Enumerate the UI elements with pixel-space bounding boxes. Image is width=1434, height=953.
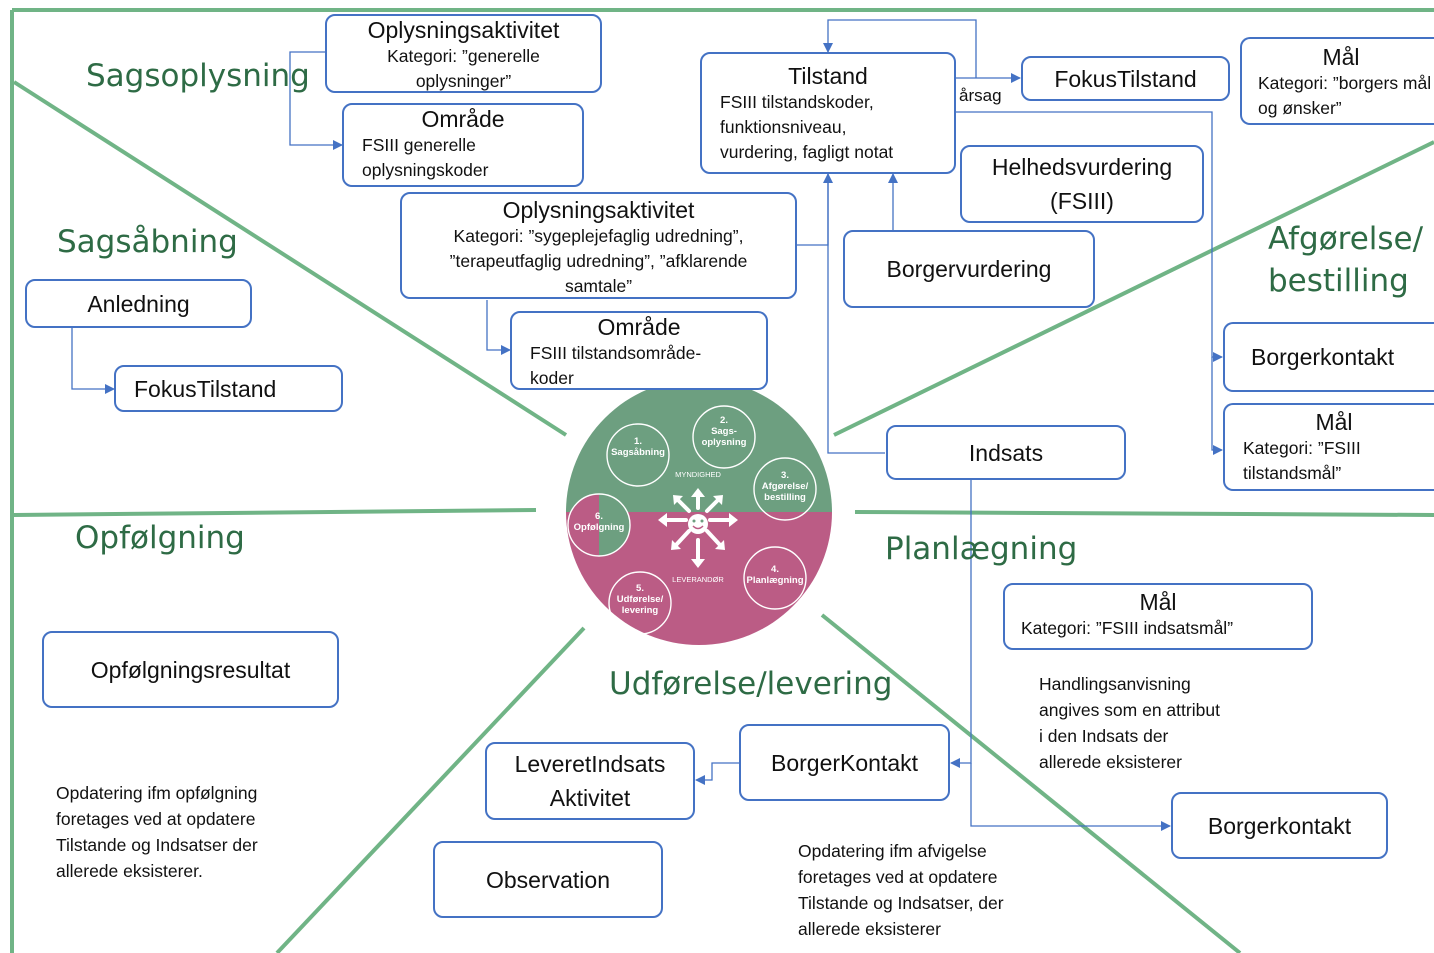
tilstand-box[interactable]: Tilstand FSIII tilstandskoder, funktions… [700,52,956,174]
borgerkontakt-mid-box[interactable]: BorgerKontakt [739,724,950,801]
opfoelgning-note: Opdatering ifm opfølgning foretages ved … [56,783,258,881]
circle-top-half [566,379,832,512]
divider-left [13,508,537,517]
section-sagsaabning: Sagsåbning [57,224,238,260]
step2-ring [692,405,756,469]
arrow-anledning-fokustilstand [71,327,115,394]
box-title: BorgerKontakt [770,749,919,776]
maal-borgers-box[interactable]: Mål Kategori: ”borgers mål og ønsker” [1240,37,1434,125]
arrow-borgerkontakt-leveret [695,762,739,785]
box-title: Helhedsvurdering (FSIII) [991,154,1173,214]
maal-indsatsmaal-box[interactable]: Mål Kategori: ”FSIII indsatsmål” [1003,583,1313,650]
omraade-tilstand-box[interactable]: Område FSIII tilstandsområde-koder [510,311,768,390]
box-title: Område [597,314,681,340]
box-title: Opfølgningsresultat [90,656,291,683]
section-dividers [10,8,1434,953]
oplysningsaktivitet-udredning-box[interactable]: Oplysningsaktivitet Kategori: ”sygepleje… [400,192,797,299]
box-subtitle: Kategori: ”sygeplejefaglig udredning”, ”… [449,226,748,296]
divider-right [854,510,1434,517]
box-title: Mål [1139,589,1177,615]
step6-ring [567,493,631,557]
box-title: Område [421,106,505,132]
arrows [71,19,1223,831]
arrow-tilstand-borgerkontakt [955,111,1223,362]
helhedsvurdering-box[interactable]: Helhedsvurdering (FSIII) [960,145,1204,223]
divider-lower-left [275,626,586,953]
circle-myndighed-label: MYNDIGHED [675,470,721,479]
section-opfoelgning: Opfølgning [75,520,245,556]
divider-lower-right [820,613,1242,953]
box-subtitle: FSIII tilstandskoder, funktionsniveau, v… [720,92,894,162]
afvigelse-note: Opdatering ifm afvigelse foretages ved a… [798,841,1004,939]
box-title: LeveretIndsats Aktivitet [514,751,666,811]
section-udfoerelse: Udførelse/levering [609,666,893,702]
step6-green-half [599,494,630,556]
arrow-oplysning2-tilstand [797,173,833,246]
circle-step-1: 1. Sagsåbning [611,436,665,458]
step5-ring [608,571,672,635]
divider-upper-left [12,80,568,437]
observation-box[interactable]: Observation [433,841,663,918]
circle-step-5: 5. Udførelse/ levering [616,583,664,616]
box-title: FokusTilstand [134,375,277,402]
box-title: FokusTilstand [1054,65,1197,92]
box-title: Borgervurdering [886,256,1052,282]
handlingsanvisning-note: Handlingsanvisning angives som en attrib… [1039,674,1220,772]
arrow-oplysning-omraade [289,51,343,150]
oplysningsaktivitet-generelle-box[interactable]: Oplysningsaktivitet Kategori: ”generelle… [325,14,602,93]
step3-ring [753,457,817,521]
box-title: Oplysningsaktivitet [502,197,695,223]
fokustilstand-left-box[interactable]: FokusTilstand [114,365,343,412]
aarsag-label: årsag [959,86,1002,105]
arrow-tilstand-maal [1211,357,1223,455]
box-subtitle: Kategori: ”borgers mål og ønsker” [1258,73,1432,118]
box-title: Observation [485,866,610,893]
circle-step-4: 4. Planlægning [746,564,804,586]
box-title: Mål [1315,409,1353,435]
box-title: Borgerkontakt [1251,344,1395,370]
circle-step-2: 2. Sags- oplysning [701,415,747,448]
circle-step-6: 6. Opfølgning [573,511,625,533]
section-afgoerelse: Afgørelse/ bestilling [1268,221,1424,299]
omraade-generelle-box[interactable]: Område FSIII generelle oplysningskoder [342,103,584,187]
step4-ring [743,546,807,610]
arrow-loop-tilstand [823,19,977,78]
box-title: Indsats [968,439,1044,466]
box-subtitle: Kategori: ”FSIII tilstandsmål” [1243,438,1361,483]
fokustilstand-top-box[interactable]: FokusTilstand [1021,56,1230,101]
line-indsats-tilstand [827,174,885,454]
box-title: Anledning [87,290,190,317]
leveretindsats-aktivitet-box[interactable]: LeveretIndsats Aktivitet [485,742,695,820]
circle-bottom-half [566,512,832,645]
arrow-indsats-borgerkontakt-bottom [970,763,1171,831]
box-title: Borgerkontakt [1207,812,1352,839]
step6-pink-half [568,494,599,556]
divider-upper-right [833,140,1434,437]
circle-step-3: 3. Afgørelse/ bestilling [761,470,809,503]
indsats-box[interactable]: Indsats [886,425,1126,480]
box-title: Mål [1322,44,1360,70]
box-title: Tilstand [788,63,868,89]
circle-leverandoer-label: LEVERANDØR [672,575,724,584]
section-sagsoplysning: Sagsoplysning [86,58,310,94]
opfoelgningsresultat-box[interactable]: Opfølgningsresultat [42,631,339,708]
step1-ring [606,423,670,487]
box-subtitle: Kategori: ”FSIII indsatsmål” [1021,618,1234,638]
process-circle [566,379,832,645]
anledning-box[interactable]: Anledning [25,279,252,328]
smiley-icon [688,514,708,534]
box-subtitle: FSIII tilstandsområde-koder [530,343,702,388]
maal-tilstandsmaal-box[interactable]: Mål Kategori: ”FSIII tilstandsmål” [1223,403,1434,491]
borgerkontakt-bottom-box[interactable]: Borgerkontakt [1171,792,1388,859]
box-title: Oplysningsaktivitet [367,17,560,43]
box-subtitle: Kategori: ”generelle oplysninger” [387,46,540,91]
section-planlaegning: Planlægning [885,531,1078,567]
borgervurdering-box[interactable]: Borgervurdering [843,230,1095,308]
borgerkontakt-right-box[interactable]: Borgerkontakt [1223,322,1434,392]
arrow-oplysning2-omraade2 [486,300,511,355]
box-subtitle: FSIII generelle oplysningskoder [362,135,489,180]
